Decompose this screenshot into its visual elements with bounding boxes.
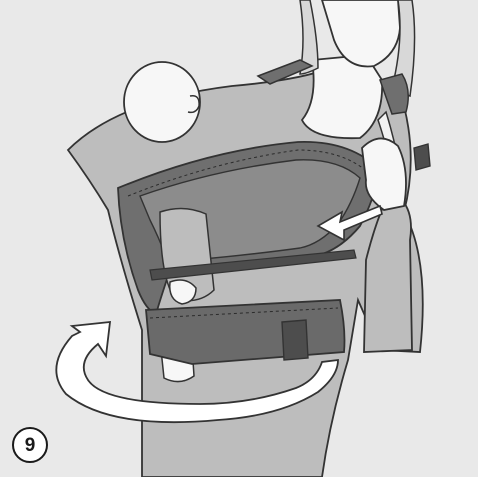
- buckle-clip: [414, 144, 430, 170]
- adult-head: [322, 0, 400, 66]
- baby-head: [124, 62, 200, 142]
- waist-belt-buckle: [282, 320, 308, 360]
- step-number: 9: [25, 436, 36, 455]
- step-number-badge: 9: [12, 427, 48, 463]
